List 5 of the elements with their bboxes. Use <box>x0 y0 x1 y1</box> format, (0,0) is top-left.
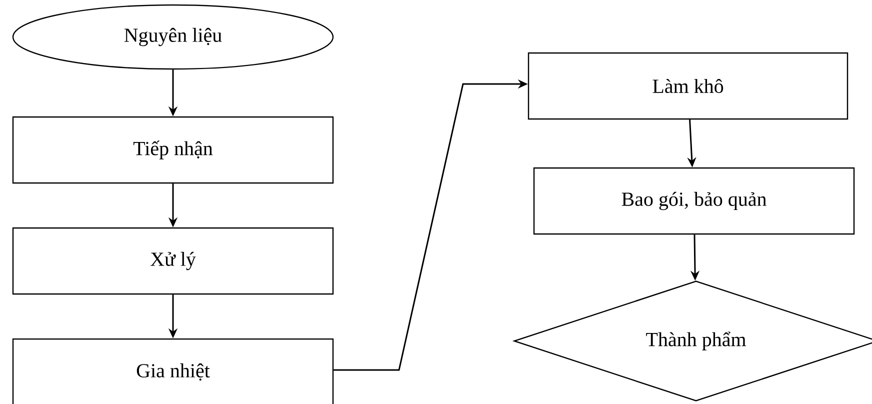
process-box: Làm khô <box>528 52 848 120</box>
process-box: Gia nhiệt <box>12 338 334 404</box>
process-box: Tiếp nhận <box>12 116 334 184</box>
process-box: Bao gói, bảo quản <box>533 167 855 235</box>
process-box: Xử lý <box>12 227 334 295</box>
